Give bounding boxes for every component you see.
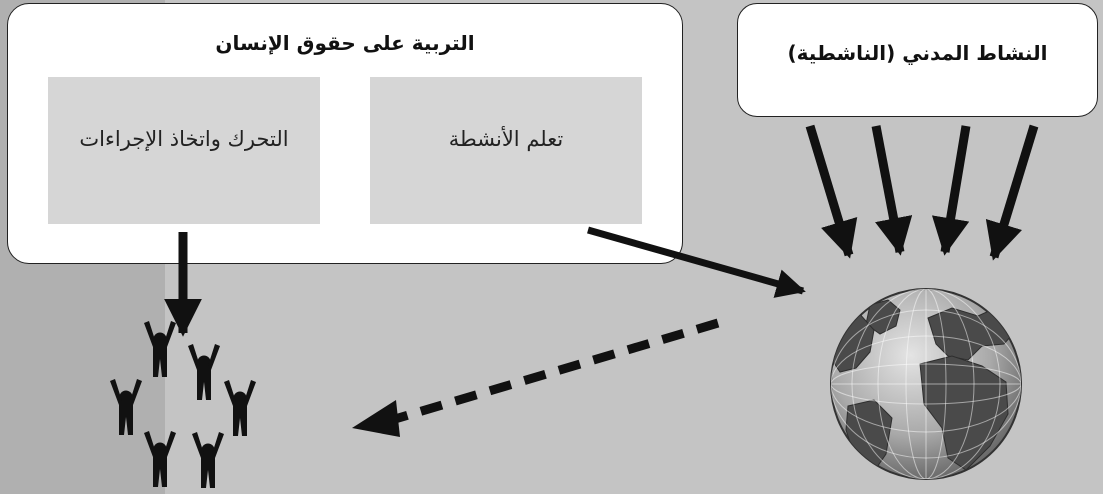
activism-arrow-1 bbox=[805, 124, 858, 259]
activism-arrow-2 bbox=[871, 125, 913, 256]
person-icon bbox=[188, 344, 220, 400]
activism-title: النشاط المدني (الناشطية) bbox=[787, 41, 1048, 65]
person-icon bbox=[144, 321, 176, 377]
taking-action-panel: التحرك واتخاذ الإجراءات bbox=[48, 77, 320, 224]
civic-activism-box bbox=[737, 3, 1098, 117]
education-title: التربية على حقوق الإنسان bbox=[215, 31, 475, 55]
globe-to-community-dashed-arrow bbox=[383, 318, 720, 427]
taking-action-label: التحرك واتخاذ الإجراءات bbox=[79, 127, 289, 151]
person-icon bbox=[144, 431, 176, 487]
learning-to-globe-arrow bbox=[587, 226, 806, 298]
learning-activities-label: تعلم الأنشطة bbox=[448, 127, 564, 151]
activism-arrow-3 bbox=[931, 125, 971, 256]
globe-icon bbox=[830, 288, 1022, 480]
dashed-arrow-head bbox=[352, 400, 400, 437]
people-circle-icon bbox=[110, 321, 256, 488]
person-icon bbox=[224, 380, 256, 436]
learning-activities-panel: تعلم الأنشطة bbox=[370, 77, 642, 224]
person-icon bbox=[110, 379, 142, 435]
activism-arrow-4 bbox=[985, 124, 1039, 261]
person-icon bbox=[192, 432, 224, 488]
